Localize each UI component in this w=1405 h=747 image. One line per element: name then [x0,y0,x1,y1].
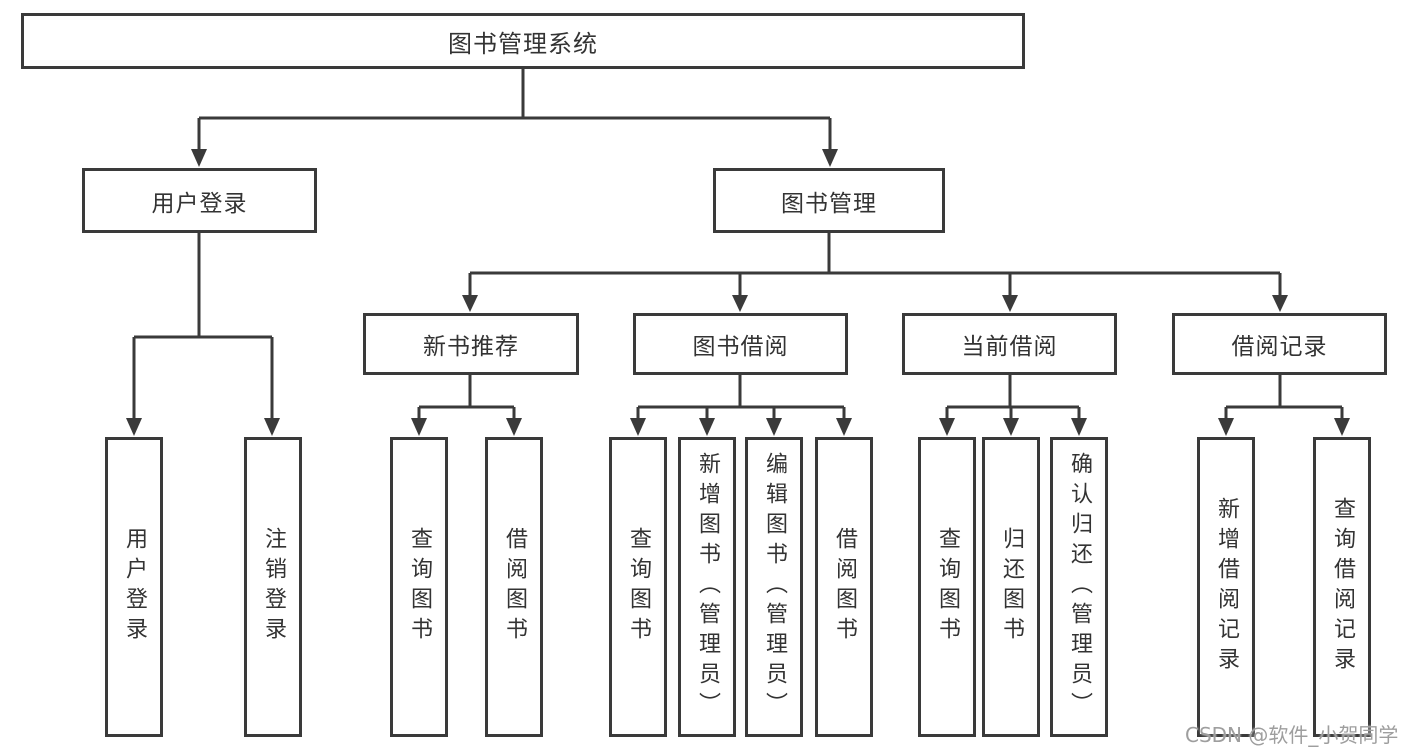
leaf-query-borrow-record: 查询借阅记录 [1313,437,1371,737]
leaf-query-books-current: 查询图书 [918,437,976,737]
leaf-logout: 注销登录 [244,437,302,737]
node-current-borrowing: 当前借阅 [902,313,1117,375]
leaf-add-books-admin: 新增图书（管理员） [678,437,736,737]
leaf-return-books: 归还图书 [982,437,1040,737]
leaf-edit-books-admin: 编辑图书（管理员） [745,437,803,737]
leaf-query-books-recommendation: 查询图书 [390,437,448,737]
arrowhead-icons [126,149,1350,436]
leaf-borrow-books-borrowing: 借阅图书 [815,437,873,737]
node-user-login: 用户登录 [82,168,317,233]
leaf-add-borrow-record: 新增借阅记录 [1197,437,1255,737]
node-new-book-recommendation: 新书推荐 [363,313,579,375]
csdn-watermark: CSDN @软件_小贺同学 [1185,723,1399,747]
leaf-query-books-borrowing: 查询图书 [609,437,667,737]
node-book-management: 图书管理 [713,168,945,233]
node-borrowing-records: 借阅记录 [1172,313,1387,375]
leaf-user-login: 用户登录 [105,437,163,737]
leaf-borrow-books-recommendation: 借阅图书 [485,437,543,737]
leaf-confirm-return-admin: 确认归还（管理员） [1050,437,1108,737]
node-book-borrowing: 图书借阅 [633,313,848,375]
node-library-management-system: 图书管理系统 [21,13,1025,69]
